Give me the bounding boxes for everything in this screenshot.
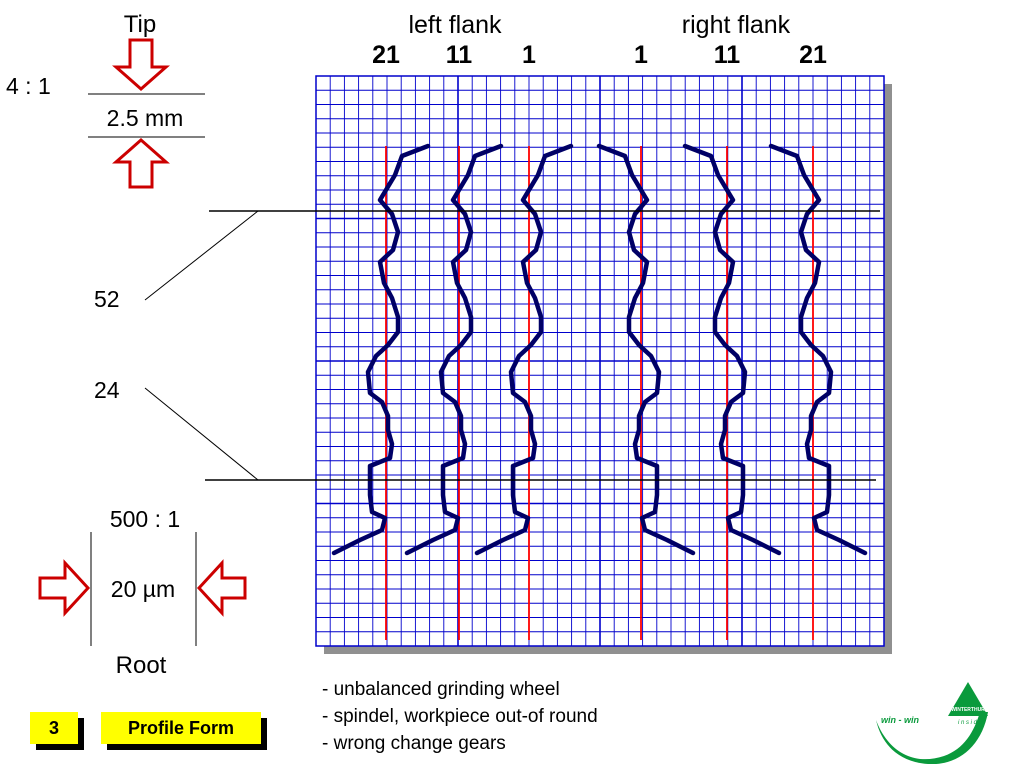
cause-item: - unbalanced grinding wheel [322,679,560,700]
root-label: Root [116,652,167,679]
tip-dimension-label: 2.5 mm [107,105,184,131]
profile-trace-left [474,143,574,556]
root-dimension-label: 20 µm [111,576,175,602]
topic-badge: Profile Form [101,712,261,744]
tooth-number-right-1: 1 [634,41,648,69]
scale-bottom-label: 500 : 1 [110,506,180,532]
leader-52 [144,210,259,301]
winterthur-logo: win - win WINTERTHUR i n s i d e [876,682,988,764]
logo-brand: WINTERTHUR [951,707,985,713]
page-number-badge: 3 [30,712,78,744]
tooth-number-left-1: 1 [522,41,536,69]
tooth-number-left-11: 11 [446,41,473,69]
root-arrow-left-icon [196,559,247,617]
marker-52-label: 52 [94,286,120,312]
tip-arrow-up-icon [112,138,170,189]
profile-trace-right [768,143,868,556]
tooth-number-right-21: 21 [799,41,827,69]
profile-trace-left [404,143,504,556]
leader-24 [144,387,259,481]
logo-slogan: win - win [881,715,919,725]
tooth-number-right-11: 11 [714,41,741,69]
tooth-number-left-21: 21 [372,41,400,69]
scale-top-label: 4 : 1 [6,73,51,99]
cause-list: - unbalanced grinding wheel - spindel, w… [322,676,598,757]
profile-trace-right [596,143,696,556]
cause-item: - spindel, workpiece out-of round [322,706,598,727]
reference-lines [385,146,814,640]
right-flank-label: right flank [682,11,791,39]
root-arrow-right-icon [38,559,91,617]
logo-triangle [948,682,988,716]
profile-trace-right [682,143,782,556]
tip-arrow-down-icon [112,38,170,91]
cause-item: - wrong change gears [322,733,506,754]
logo-swoosh [876,712,988,764]
grid-lines [316,76,884,646]
marker-24-label: 24 [94,377,120,403]
logo-tagline: i n s i d e [958,720,983,726]
left-flank-label: left flank [408,11,502,39]
profile-trace-left [331,143,431,556]
profile-traces [331,143,868,556]
tip-label: Tip [124,11,156,38]
